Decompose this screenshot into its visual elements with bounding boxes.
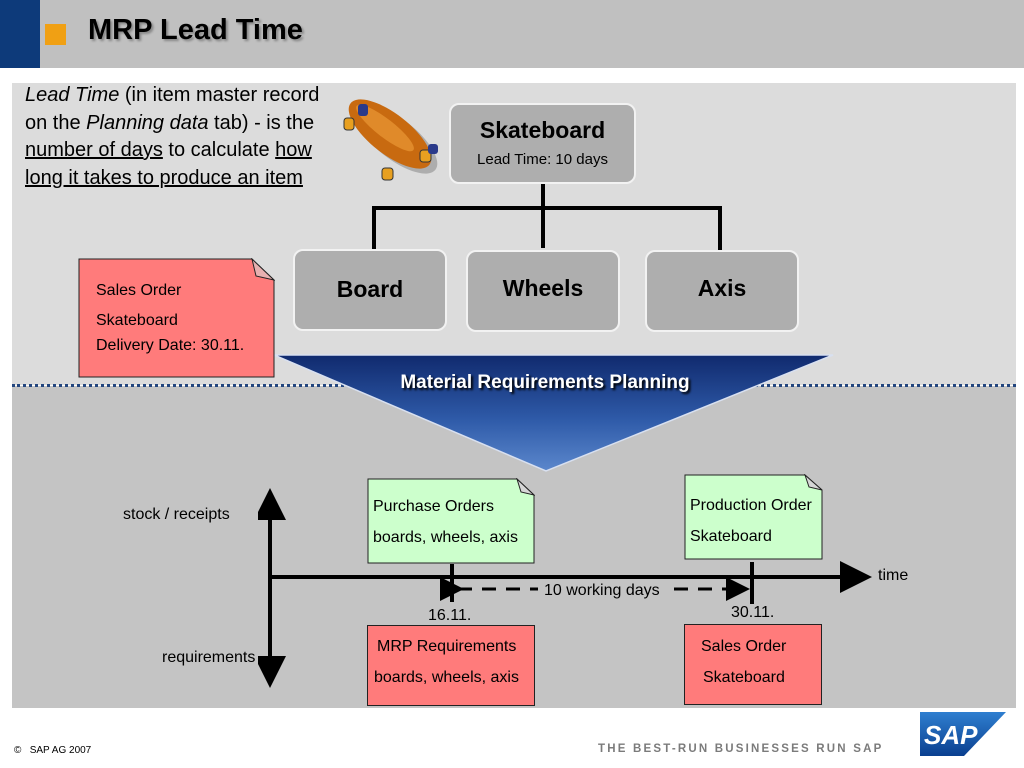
mrp-label: Material Requirements Planning (400, 372, 690, 393)
bom-child-label: Board (336, 276, 404, 302)
copyright-icon: © (14, 745, 22, 756)
desc-text-2: tab) - is the (208, 111, 315, 134)
footer-slogan: THE BEST-RUN BUSINESSES RUN SAP (598, 743, 884, 755)
term-lead-time: Lead Time (25, 84, 120, 106)
bom-child-board: Board (293, 249, 447, 331)
bom-child-label: Axis (697, 275, 747, 301)
sales-order-note-line2: Skateboard (96, 312, 178, 329)
title-bar (0, 0, 1024, 68)
bom-child-wheels: Wheels (466, 250, 620, 332)
purchase-orders-line1: Purchase Orders (373, 498, 494, 515)
desc-text-3: to calculate (162, 139, 276, 161)
sales-order-note-line3: Delivery Date: 30.11. (96, 337, 245, 354)
stock-receipts-label: stock / receipts (123, 506, 230, 523)
footer-copyright: © SAP AG 2007 (14, 745, 91, 756)
sap-logo-text: SAP (924, 720, 978, 750)
time-label: time (878, 567, 909, 584)
title-accent-block (0, 0, 40, 68)
sales-order-line1: Sales Order (701, 638, 787, 655)
working-days-label: 10 working days (538, 582, 666, 600)
purchase-orders-note-shape (367, 478, 535, 564)
desc-how-long: how long it takes to produce an item (25, 139, 312, 189)
bom-root-skateboard: Skateboard Lead Time: 10 days (449, 103, 636, 184)
mrp-requirements-line1: MRP Requirements (377, 638, 517, 655)
timeline-axes (258, 488, 872, 688)
production-order-line2: Skateboard (690, 528, 772, 545)
bom-root-lead-time: Lead Time: 10 days (477, 151, 608, 168)
production-order-line1: Production Order (690, 497, 812, 514)
production-order-note-shape (684, 474, 823, 560)
date-30-11: 30.11. (731, 604, 775, 621)
requirements-label: requirements (162, 649, 256, 666)
sales-order-line2: Skateboard (703, 669, 785, 686)
mrp-requirements-box (367, 625, 535, 706)
bom-child-label: Wheels (502, 275, 584, 301)
mrp-requirements-line2: boards, wheels, axis (374, 669, 519, 686)
sap-logo-icon: SAP ® (920, 712, 1006, 756)
bom-connector-lines (372, 182, 722, 250)
page-title: MRP Lead Time (88, 14, 303, 46)
title-bullet-icon (45, 24, 66, 45)
purchase-orders-line2: boards, wheels, axis (373, 529, 518, 546)
sales-order-box (684, 624, 822, 705)
term-planning-data: Planning data (86, 111, 209, 134)
skateboard-icon (343, 99, 438, 181)
date-16-11: 16.11. (428, 607, 472, 624)
lead-time-definition: Lead Time (in item master record on the … (25, 82, 335, 192)
bom-root-title: Skateboard (479, 117, 606, 143)
bom-child-axis: Axis (645, 250, 799, 332)
mrp-funnel-triangle (273, 354, 834, 472)
sales-order-note-line1: Sales Order (96, 282, 182, 299)
svg-text:®: ® (972, 747, 978, 755)
desc-number-of-days: number of days (25, 139, 163, 161)
desc-text-1: (in item master record on the (25, 84, 320, 134)
copyright-text: SAP AG 2007 (29, 745, 92, 756)
sales-order-note-shape (78, 258, 275, 378)
